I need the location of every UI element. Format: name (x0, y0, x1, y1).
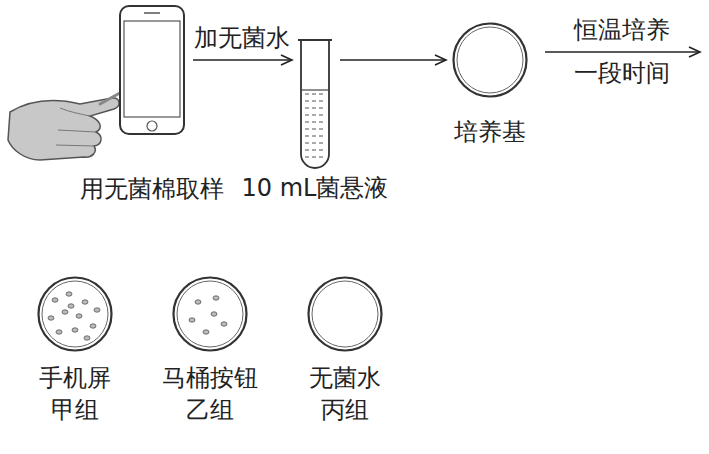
node-label: 马桶按钮 (162, 362, 258, 394)
node-label: 无菌水 (309, 362, 381, 394)
incubate-arrow (545, 51, 700, 53)
test-tube: 10 mL菌悬液 (242, 38, 389, 204)
node-label: 甲组 (51, 394, 99, 426)
node-label: 10 mL菌悬液 (242, 172, 389, 204)
shape-drawing (452, 22, 528, 98)
shape-drawing (37, 276, 113, 352)
petri-dish: 马桶按钮乙组 (162, 276, 258, 427)
shape-drawing (172, 276, 248, 352)
node-label: 手机屏 (39, 362, 111, 394)
petri-dish: 培养基 (452, 22, 528, 148)
petri-dish: 无菌水丙组 (307, 276, 383, 427)
shape-outline (37, 276, 113, 352)
shape-outline (172, 276, 248, 352)
step-label: 恒温培养 (572, 15, 672, 46)
hand (8, 98, 119, 160)
shape-drawing (307, 276, 383, 352)
shape-outline (119, 5, 185, 135)
flow-arrow (340, 59, 446, 61)
flow-arrow (193, 59, 292, 61)
shape-outline (298, 38, 332, 168)
petri-dish: 手机屏甲组 (37, 276, 113, 427)
node-label: 培养基 (454, 116, 526, 148)
edge-label: 加无菌水 (192, 23, 292, 54)
node-label: 丙组 (321, 394, 369, 426)
node-label: 用无菌棉取样 (80, 173, 224, 205)
shape-outline (307, 276, 383, 352)
node-label: 乙组 (186, 394, 234, 426)
shape-drawing (298, 38, 332, 168)
shape-outline (452, 22, 528, 98)
step-label: 一段时间 (572, 58, 672, 89)
finger-lines (56, 108, 96, 146)
shape-drawing (119, 5, 185, 135)
